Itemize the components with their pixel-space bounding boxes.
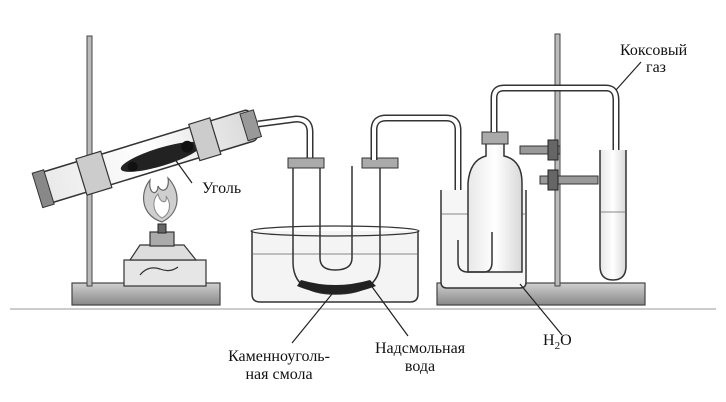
label-coal: Уголь [202,180,242,197]
flame [143,176,178,223]
leader-water [519,283,563,336]
label-water-sub: 2 [554,340,561,353]
inclined-tube [31,109,263,209]
label-water: H2O [543,332,572,355]
test-tube [599,150,627,281]
label-tar-water-line2: вода [404,358,436,375]
label-water-tail: O [560,332,572,349]
label-coal-tar-line2: ная смола [245,366,313,383]
leader-coal-tar [291,293,333,344]
label-coal-tar-line1: Каменноуголь- [228,348,330,365]
label-coke-gas-line1: Коксовый [620,42,688,59]
label-water-main: H [543,332,555,349]
label-tar-water-line1: Надсмольная [374,340,466,357]
label-coke-gas-line2: газ [646,59,666,76]
leader-coke-gas [615,61,642,91]
leader-coal [173,157,193,184]
leader-tar-water [369,283,409,337]
spirit-lamp [123,223,207,287]
collection-flask [457,131,523,273]
u-tube [287,157,399,295]
